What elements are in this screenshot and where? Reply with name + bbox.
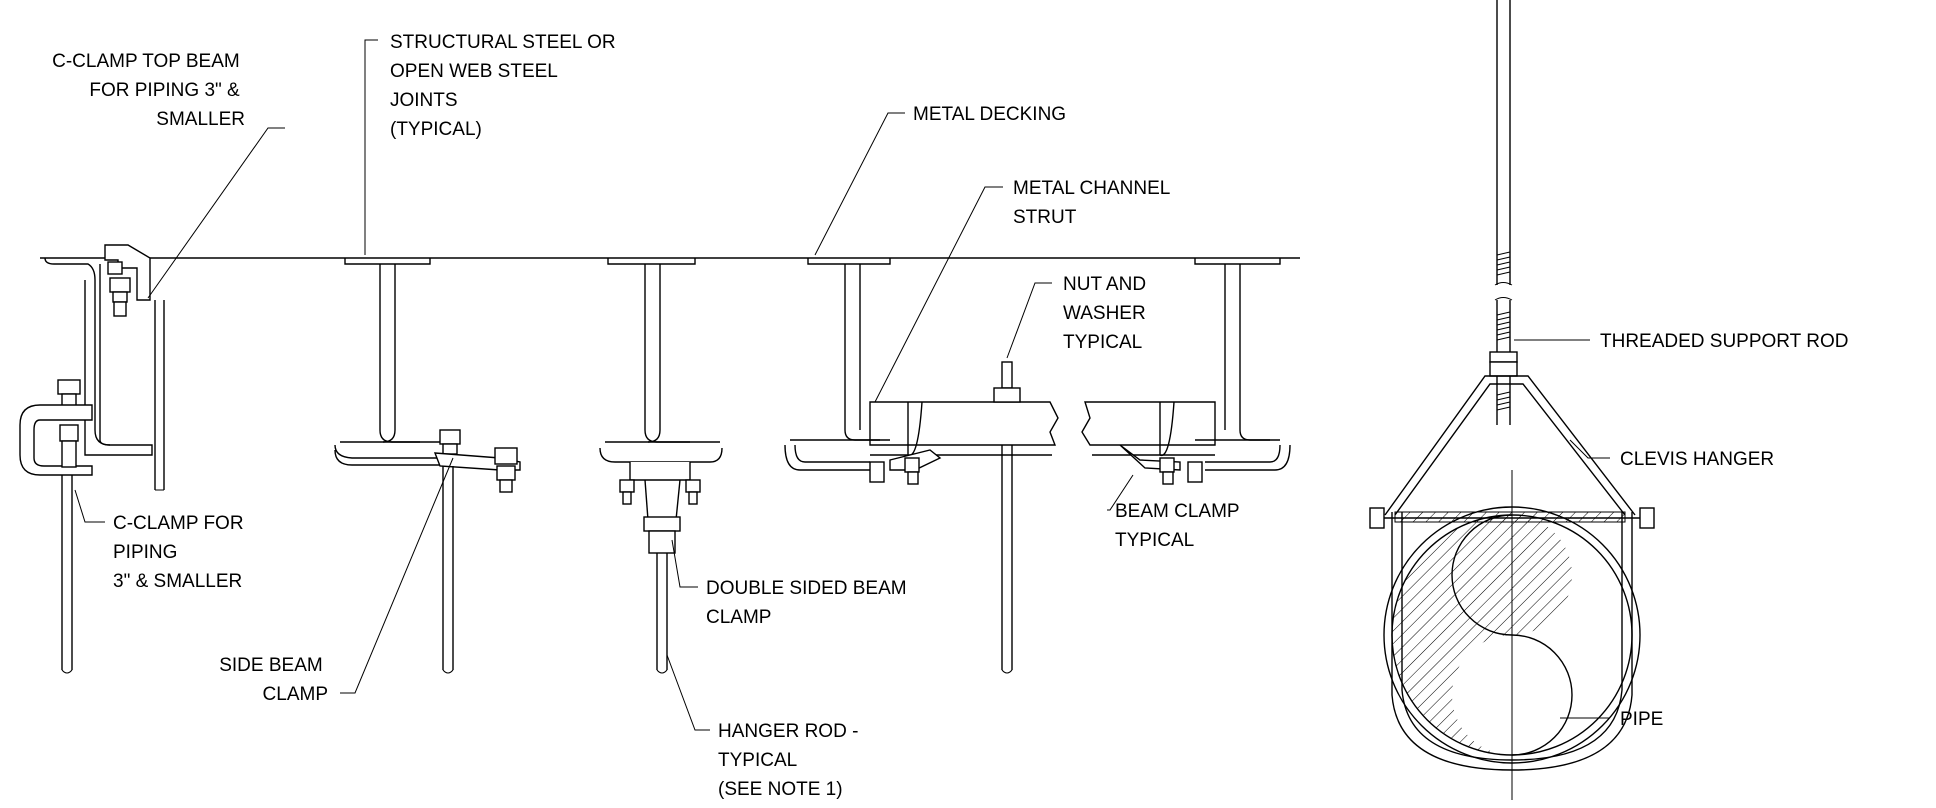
label-beam-clamp: BEAM CLAMP TYPICAL [1115,501,1245,551]
label-clevis-hanger: CLEVIS HANGER [1620,449,1774,470]
i-beam-4 [784,258,891,471]
label-hanger-rod: HANGER ROD - TYPICAL (SEE NOTE 1) [718,721,864,800]
nut-and-washer [993,361,1021,674]
label-metal-channel-strut: METAL CHANNEL STRUT [1013,178,1175,228]
label-nut-and-washer: NUT AND WASHER TYPICAL [1063,274,1151,353]
label-double-sided-beam-clamp: DOUBLE SIDED BEAM CLAMP [706,578,912,628]
i-beam-3 [599,258,723,463]
pipe-section [1383,470,1641,800]
leader-lines [74,39,1610,731]
side-beam-clamp [433,429,521,674]
label-c-clamp-piping: C-CLAMP FOR PIPING 3" & SMALLER [113,513,249,592]
threaded-support-rod [1489,0,1518,425]
i-beam-5 [1194,258,1291,471]
label-metal-decking: METAL DECKING [913,104,1066,125]
label-c-clamp-top-beam: C-CLAMP TOP BEAM FOR PIPING 3" & SMALLER [52,51,245,130]
metal-channel-strut [869,401,1216,456]
double-sided-beam-clamp [619,462,701,674]
label-structural-steel: STRUCTURAL STEEL OR OPEN WEB STEEL JOINT… [390,32,621,140]
c-clamp-top-beam [104,244,165,491]
c-clamp-bottom-flange [19,379,93,674]
beam-clamp-right [1119,401,1203,485]
i-beam-1 [44,257,153,456]
label-threaded-support-rod: THREADED SUPPORT ROD [1600,331,1848,352]
label-pipe: PIPE [1620,709,1663,730]
label-side-beam-clamp: SIDE BEAM CLAMP [219,655,328,705]
beam-clamp-left [869,401,942,485]
